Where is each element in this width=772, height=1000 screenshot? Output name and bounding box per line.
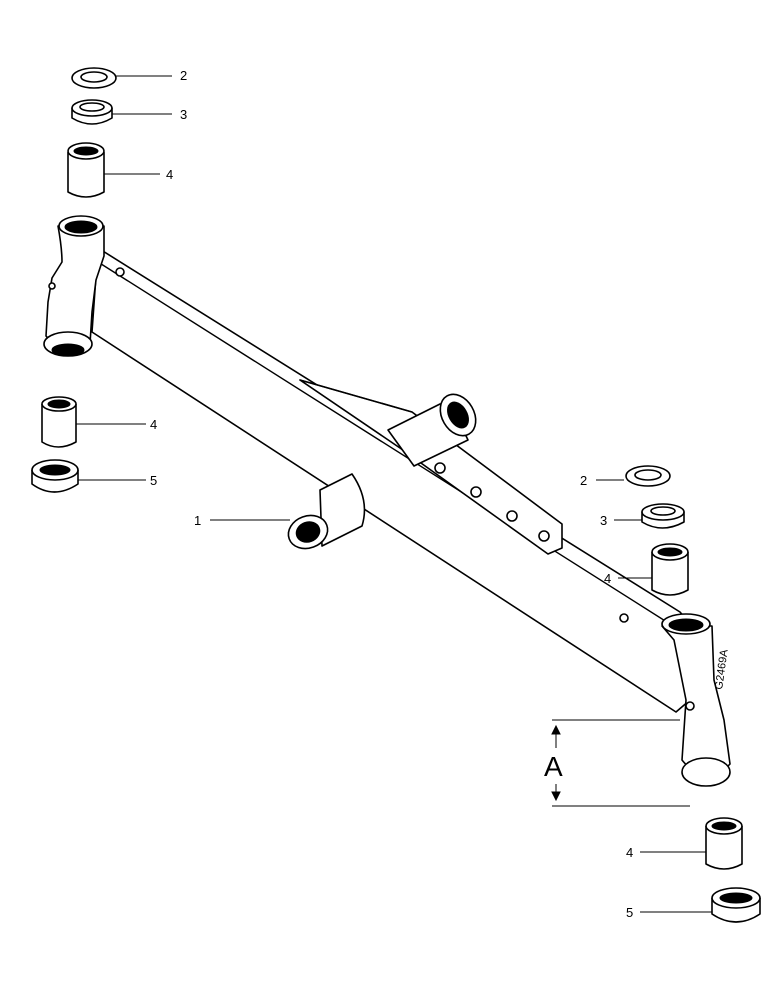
callout-right-washer: 2 [580,473,587,488]
drawing-reference-code: G2469A [713,648,731,690]
callout-left-washer: 2 [180,68,187,83]
callout-left-bushing-flange: 3 [180,107,187,122]
right-bushing-top-part-4 [618,543,689,596]
dimension-label: A [544,751,563,782]
right-bushing-flange-part-3 [614,503,685,529]
left-bushing-flange-part-3 [71,99,172,125]
left-bushing-top-part-4 [67,142,160,198]
right-washer-part-2 [596,465,671,487]
left-washer-part-2 [71,67,172,89]
right-bushing-bottom-part-4 [640,817,743,870]
callout-left-bearing: 5 [150,473,157,488]
callout-right-bushing-top: 4 [604,571,611,586]
right-bearing-part-5 [640,887,761,923]
axle-beam [43,215,731,787]
callout-right-bushing-flange: 3 [600,513,607,528]
callout-right-bushing-bottom: 4 [626,845,633,860]
dimension-a [551,719,690,807]
callout-left-bushing-top: 4 [166,167,173,182]
left-bearing-part-5 [31,459,146,493]
callout-pivot: 1 [194,513,201,528]
left-bushing-bottom-part-4 [41,396,146,448]
callout-right-bearing: 5 [626,905,633,920]
callout-left-bushing-bottom: 4 [150,417,157,432]
